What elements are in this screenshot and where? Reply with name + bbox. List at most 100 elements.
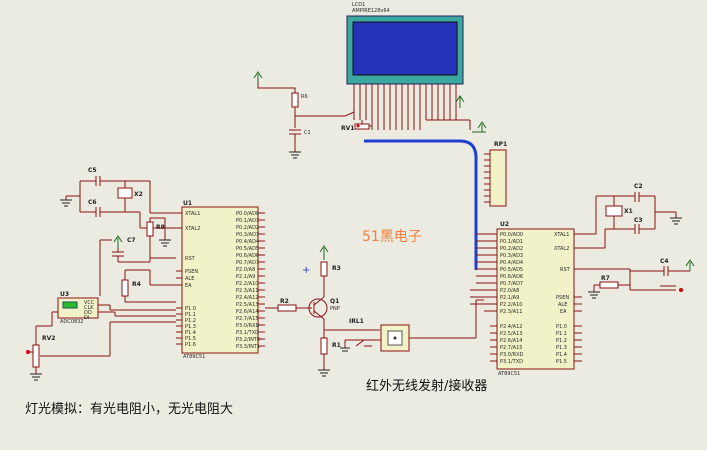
- u2-pin-p23: P2.3/A11: [500, 309, 522, 315]
- u2-pin-ea: EA: [560, 309, 567, 315]
- u1-pin-rst: RST: [185, 256, 196, 262]
- lcd-sublabel: AMPIRE128x64: [352, 8, 390, 14]
- r4-branch: R4: [99, 239, 176, 303]
- u1-pin-p13: P1.3: [185, 324, 196, 330]
- u1-pin-p00: P0.0/AD0: [236, 211, 259, 217]
- light-caption: 灯光模拟：有光电阻小，无光电阻大: [25, 402, 233, 417]
- u1-pin-p01: P0.1/AD1: [236, 218, 259, 224]
- u1-pin-p23: P2.3/A11: [236, 288, 258, 294]
- u1-oscillator: C5 C6 X2: [60, 167, 176, 229]
- u2-oscillator: C2 C3 X1: [582, 183, 682, 249]
- u3-label: U3: [60, 291, 69, 298]
- u1-pin-p05: P0.5/AD5: [236, 246, 259, 252]
- u2-pin-ale: ALE: [558, 302, 567, 308]
- u2-pin-rst: RST: [560, 267, 571, 273]
- u3-pin-do: DO: [84, 310, 92, 316]
- ground-symbol: [289, 151, 301, 159]
- r1-resistor[interactable]: [320, 337, 328, 355]
- irl1-label: IRL1: [349, 318, 364, 325]
- u2-pin-p27: P2.7/A15: [500, 345, 522, 351]
- u1-microcontroller[interactable]: U1 AT89C51: [176, 200, 265, 360]
- u2-reset-circuit: C4 R7: [582, 258, 695, 299]
- u1-pin-p12: P1.2: [185, 318, 196, 324]
- r3-resistor[interactable]: [320, 261, 328, 277]
- rv1-label: RV1: [341, 125, 354, 132]
- x1-label: X1: [624, 208, 633, 215]
- r3-label: R3: [332, 265, 341, 272]
- r7-resistor[interactable]: [599, 281, 619, 289]
- u3-adc[interactable]: U3 VCC CLK DO DI ADC0832: [57, 291, 176, 325]
- u1-pin-p31: P3.1/TXD: [236, 330, 259, 336]
- u2-pin-p31: P3.1/TXD: [500, 359, 523, 365]
- u1-pin-xtal1: XTAL1: [185, 211, 200, 217]
- u1-pin-ale: ALE: [185, 276, 194, 282]
- u1-pin-p10: P1.0: [185, 306, 196, 312]
- u1-pin-p02: P0.2/AD2: [236, 225, 259, 231]
- r8-label: R8: [156, 224, 165, 231]
- r4-label: R4: [132, 281, 141, 288]
- u2-pin-p15: P1.5: [556, 359, 567, 365]
- c5-label: C5: [88, 167, 97, 174]
- rv2-pot[interactable]: RV2: [26, 311, 176, 381]
- u1-pin-p20: P2.0/A8: [236, 267, 255, 273]
- u1-right-pins: [258, 212, 265, 347]
- u1-pin-p06: P0.6/AD6: [236, 253, 259, 259]
- rv1-pot[interactable]: RV1: [341, 120, 372, 132]
- u2-pin-p22: P2.2/A10: [500, 302, 522, 308]
- irl1-module[interactable]: IRL1: [340, 299, 484, 352]
- r4-resistor[interactable]: [121, 279, 129, 297]
- r7-label: R7: [601, 275, 610, 282]
- u1-label: U1: [183, 200, 192, 207]
- c4-label: C4: [660, 258, 669, 265]
- c1-label: C1: [304, 130, 311, 136]
- u1-pin-ea: EA: [185, 283, 192, 289]
- ir-caption: 红外无线发射/接收器: [366, 378, 487, 394]
- lcd-screen: [352, 21, 458, 76]
- u2-pin-p10: P1.0: [556, 324, 567, 330]
- u3-pin-di: DI: [84, 315, 89, 321]
- u1-pin-p16: P1.6: [185, 342, 196, 348]
- u2-pin-p12: P1.2: [556, 338, 567, 344]
- u2-pin-p00: P0.0/AD0: [500, 232, 523, 238]
- rp1-resistor-pack[interactable]: RP1: [484, 141, 507, 207]
- rv2-label: RV2: [42, 335, 55, 342]
- q1-transistor[interactable]: [308, 298, 328, 318]
- r6-resistor[interactable]: [291, 92, 299, 108]
- u2-pin-p24: P2.4/A12: [500, 324, 522, 330]
- q1-transistor-section: R2 Q1 PNP R3 R1 +: [265, 245, 380, 377]
- c2-label: C2: [634, 183, 643, 190]
- u1-pin-p07: P0.7/AD7: [236, 260, 259, 266]
- u1-pin-p11: P1.1: [185, 312, 196, 318]
- reset-button-dot[interactable]: [679, 288, 683, 292]
- u2-pin-p25: P2.5/A13: [500, 331, 522, 337]
- c3-label: C3: [634, 217, 643, 224]
- u1-pin-p25: P2.5/A13: [236, 302, 258, 308]
- u1-pin-p04: P0.4/AD4: [236, 239, 259, 245]
- q1-sublabel: PNP: [330, 306, 340, 312]
- lcd-power: [472, 121, 487, 133]
- x1-crystal[interactable]: [605, 205, 623, 217]
- rp1-label: RP1: [494, 141, 507, 148]
- lcd-module[interactable]: LCD1 AMPIRE128x64: [346, 2, 464, 85]
- u2-pin-p03: P0.3/AD3: [500, 253, 523, 259]
- watermark-text: 51黑电子: [362, 229, 422, 245]
- u2-pin-p01: P0.1/AD1: [500, 239, 523, 245]
- u3-pin-vcc: VCC: [84, 300, 95, 306]
- r1-label: R1: [332, 342, 341, 349]
- x2-crystal[interactable]: [117, 187, 133, 199]
- u1-pin-psen: PSEN: [185, 269, 198, 275]
- r8-resistor[interactable]: [146, 221, 154, 237]
- u2-microcontroller[interactable]: U2 AT89C51: [484, 221, 582, 377]
- u1-pin-p27: P2.7/A15: [236, 316, 258, 322]
- u1-reset-circuit: C7 R8: [112, 217, 176, 263]
- u2-pin-p04: P0.4/AD4: [500, 260, 523, 266]
- u1-pin-p03: P0.3/AD3: [236, 232, 259, 238]
- r2-resistor[interactable]: [277, 304, 297, 312]
- u1-pin-p24: P2.4/A12: [236, 295, 258, 301]
- u2-pin-xtal2: XTAL2: [554, 246, 569, 252]
- lcd-right-power: [455, 95, 465, 108]
- u2-pin-p11: P1.1: [556, 331, 567, 337]
- u1-pin-p30: P3.0/RXD: [236, 323, 260, 329]
- u2-pin-p13: P1.3: [556, 345, 567, 351]
